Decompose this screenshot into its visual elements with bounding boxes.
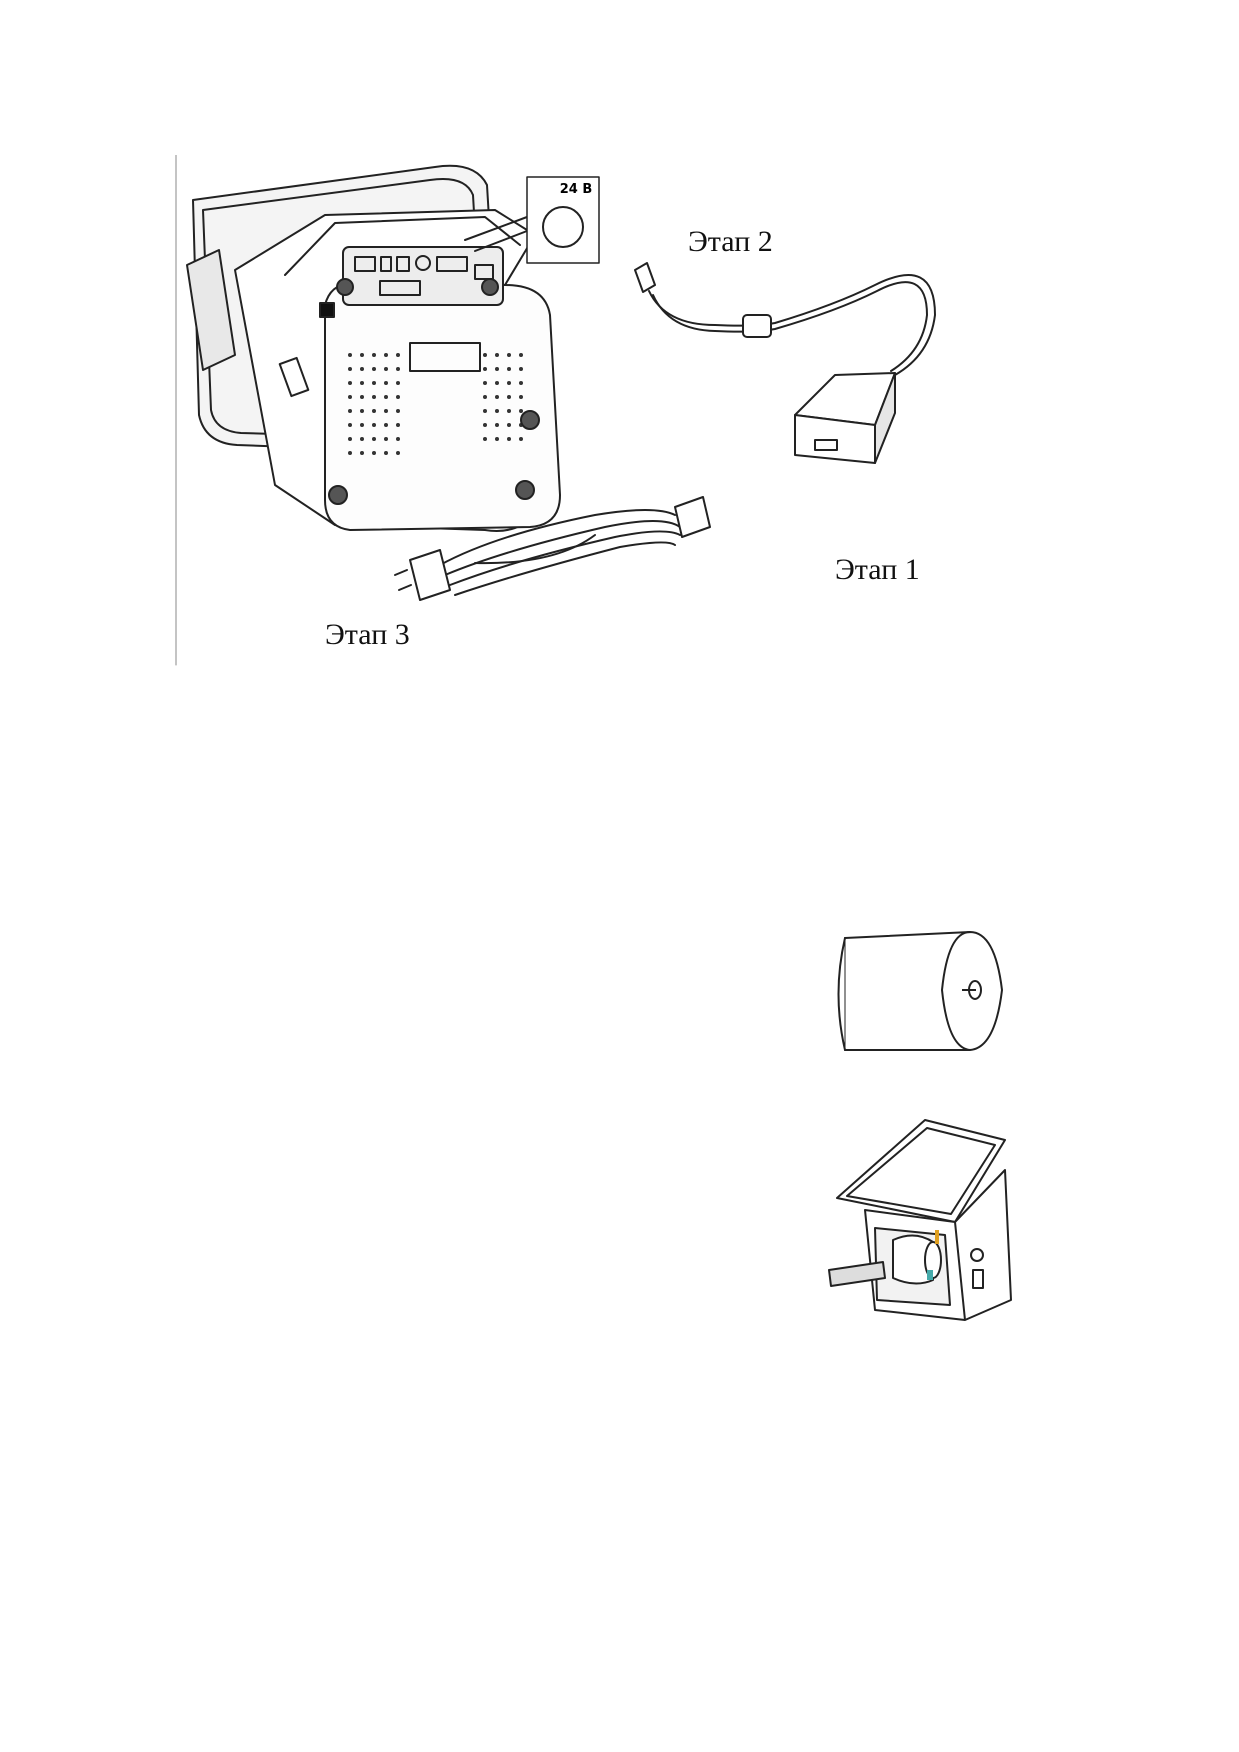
power-connection-figure: Этап 2 Этап 1 Этап 3 24 В xyxy=(175,155,1075,675)
voltage-label: 24 В xyxy=(559,182,593,197)
step-3-label: Этап 3 xyxy=(325,618,410,651)
power-connection-drawing xyxy=(175,155,936,666)
paper-roll-drawing xyxy=(837,930,1004,1051)
step-1-label: Этап 1 xyxy=(835,553,920,586)
terminal-printer-figure xyxy=(815,1110,1025,1340)
paper-roll-figure xyxy=(830,920,1010,1070)
terminal-printer-drawing xyxy=(828,1119,1012,1321)
step-2-label: Этап 2 xyxy=(688,225,773,258)
